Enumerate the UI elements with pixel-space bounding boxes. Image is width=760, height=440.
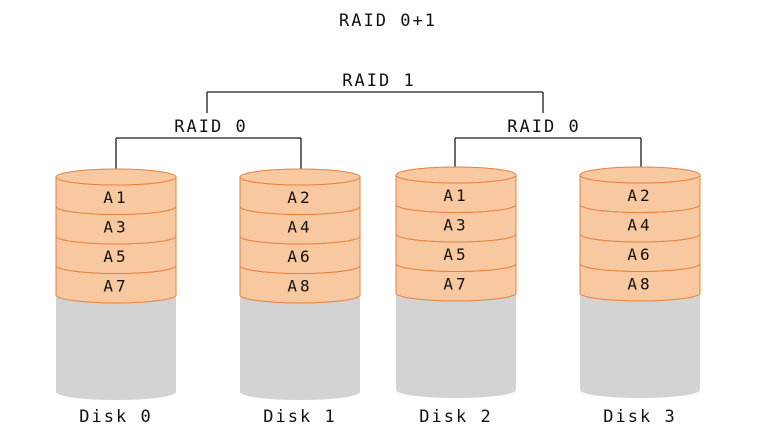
block-label: A4 — [287, 218, 312, 237]
raid0-connector-left — [115, 137, 302, 170]
disk-label: Disk 3 — [603, 407, 676, 427]
block-label: A4 — [627, 216, 652, 235]
disk-top-cap — [579, 166, 701, 184]
raid1-label: RAID 1 — [342, 71, 415, 91]
block-label: A6 — [287, 247, 312, 266]
raid0-connector-right — [454, 137, 642, 170]
block-label: A5 — [443, 245, 468, 264]
block-label: A8 — [627, 275, 652, 294]
raid1-connector — [206, 91, 544, 113]
block-label: A5 — [103, 247, 128, 266]
block-label: A7 — [443, 275, 468, 294]
block-label: A3 — [103, 218, 128, 237]
block-label: A6 — [627, 245, 652, 264]
block-label: A8 — [287, 277, 312, 296]
disk-top-cap — [239, 168, 361, 186]
disk-label: Disk 1 — [263, 407, 336, 427]
disk-label: Disk 2 — [419, 407, 492, 427]
block-label: A3 — [443, 216, 468, 235]
block-label: A2 — [627, 186, 652, 205]
raid0-label-left: RAID 0 — [174, 117, 247, 137]
diagram-title: RAID 0+1 — [339, 11, 437, 31]
block-label: A7 — [103, 277, 128, 296]
disk-label: Disk 0 — [79, 407, 152, 427]
raid0-label-right: RAID 0 — [507, 117, 580, 137]
block-label: A1 — [103, 188, 128, 207]
block-label: A2 — [287, 188, 312, 207]
block-label: A1 — [443, 186, 468, 205]
disk-top-cap — [395, 166, 517, 184]
disk-top-cap — [55, 168, 177, 186]
